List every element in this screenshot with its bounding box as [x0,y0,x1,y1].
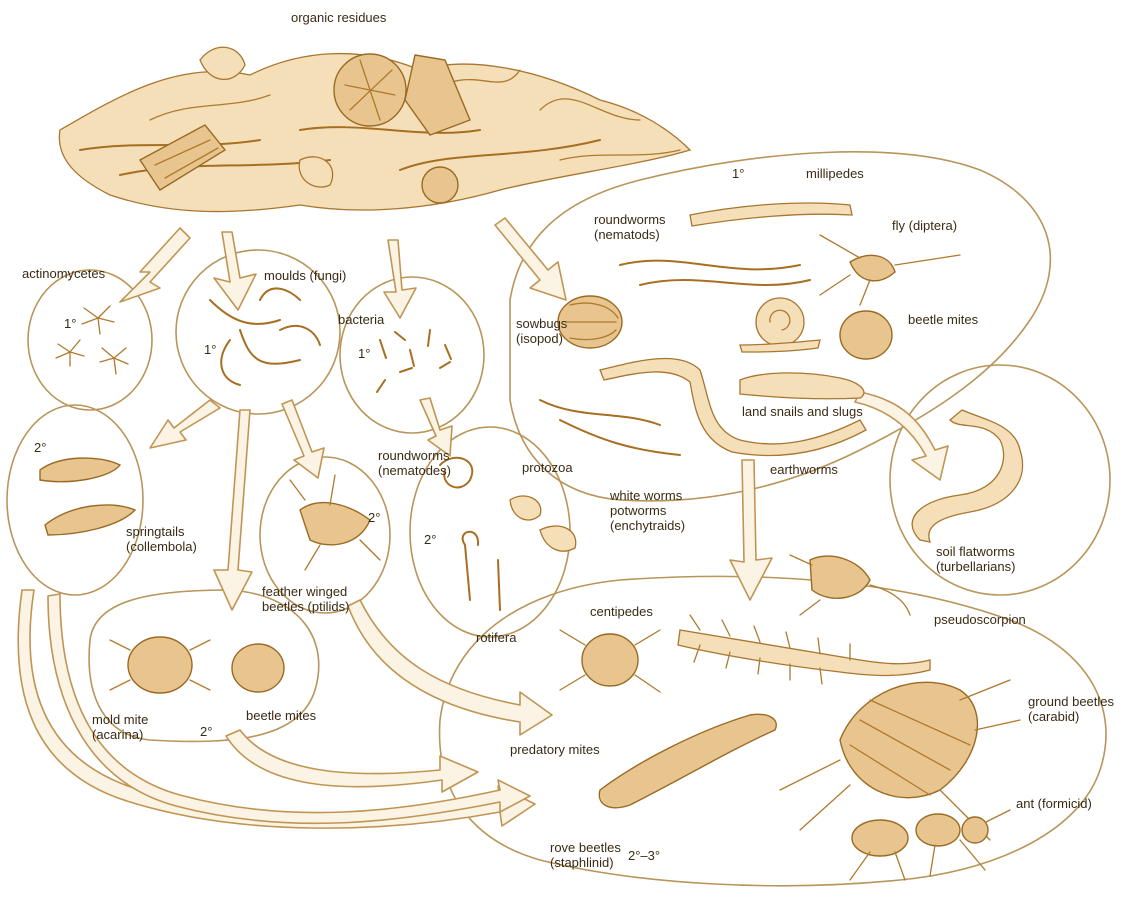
snail-illustration [756,298,804,346]
arrow-to-actinomycetes [120,228,190,302]
label-land-snails: land snails and slugs [742,404,863,419]
level-1-bacteria: 1° [358,346,370,361]
level-2-mites: 2° [200,724,212,739]
label-rove-beetles-line1: rove beetles [550,840,621,855]
arrow-feather-to-predators [348,600,552,735]
level-2-springtails: 2° [34,440,46,455]
beetle-mite-top-illustration [840,311,892,359]
feather-winged-beetle-illustration [300,503,370,545]
label-ground-beetles: ground beetles (carabid) [1028,694,1114,724]
ground-beetle-illustration [840,682,977,797]
label-pseudoscorpion: pseudoscorpion [934,612,1026,627]
label-sowbugs: sowbugs (isopod) [516,316,567,346]
label-millipedes: millipedes [806,166,864,181]
level-1-moulds: 1° [204,342,216,357]
label-soil-flatworms-line2: (turbellarians) [936,559,1015,574]
white-worm-illustration [540,400,680,455]
centipede-illustration [678,630,930,676]
label-roundworms-top: roundworms (nematods) [594,212,666,242]
nematode-illustration-a [620,261,800,270]
label-moulds: moulds (fungi) [264,268,346,283]
fly-illustration [850,255,895,280]
label-fly: fly (diptera) [892,218,957,233]
label-roundworms-mid-line2: (nematodes) [378,463,451,478]
label-roundworms-mid-line1: roundworms [378,448,451,463]
label-feather-winged-line1: feather winged [262,584,349,599]
pseudoscorpion-illustration [810,556,870,598]
organic-residues-illustration [59,47,690,211]
label-springtails: springtails (collembola) [126,524,197,554]
label-bacteria: bacteria [338,312,384,327]
level-2-3-predators: 2°–3° [628,848,660,863]
title-organic-residues: organic residues [291,10,386,25]
label-rove-beetles-line2: (staphlinid) [550,855,621,870]
label-rove-beetles: rove beetles (staphlinid) [550,840,621,870]
label-roundworms-mid: roundworms (nematodes) [378,448,451,478]
ant-illustration [852,820,908,856]
mold-mite-illustration [128,637,192,693]
label-ground-beetles-line2: (carabid) [1028,709,1114,724]
label-soil-flatworms: soil flatworms (turbellarians) [936,544,1015,574]
label-mold-mite: mold mite (acarina) [92,712,148,742]
label-rotifera: rotifera [476,630,516,645]
label-feather-winged: feather winged beetles (ptilids) [262,584,349,614]
springtail-illustration-a [40,458,120,482]
nematode-illustration-b [640,280,810,285]
label-sowbugs-line2: (isopod) [516,331,567,346]
flatworm-illustration [912,410,1022,542]
label-white-worms-line2: potworms [610,503,685,518]
label-springtails-line2: (collembola) [126,539,197,554]
arrow-to-flatworms [855,392,948,480]
label-ant: ant (formicid) [1016,796,1092,811]
label-protozoa: protozoa [522,460,573,475]
label-white-worms-line3: (enchytraids) [610,518,685,533]
level-2-roundworms: 2° [424,532,436,547]
label-white-worms: white worms potworms (enchytraids) [610,488,685,533]
arrow-to-bacteria [384,240,416,318]
label-beetle-mites-low: beetle mites [246,708,316,723]
arrow-to-moulds [214,232,256,310]
level-1-actinomycetes: 1° [64,316,76,331]
label-roundworms-top-line2: (nematods) [594,227,666,242]
predatory-mite-illustration [582,634,638,686]
label-soil-flatworms-line1: soil flatworms [936,544,1015,559]
label-centipedes: centipedes [590,604,653,619]
label-roundworms-top-line1: roundworms [594,212,666,227]
label-mold-mite-line1: mold mite [92,712,148,727]
label-sowbugs-line1: sowbugs [516,316,567,331]
label-feather-winged-line2: beetles (ptilids) [262,599,349,614]
label-beetle-mites-top: beetle mites [908,312,978,327]
slug-illustration [740,373,864,399]
arrow-to-primary-fauna [495,218,566,300]
arrow-to-feather-winged [282,400,324,478]
springtail-illustration-b [45,505,135,535]
label-white-worms-line1: white worms [610,488,685,503]
millipede-illustration [690,203,852,226]
label-mold-mite-line2: (acarina) [92,727,148,742]
label-predatory-mites: predatory mites [510,742,600,757]
level-1-fauna: 1° [732,166,744,181]
label-earthworms: earthworms [770,462,838,477]
arrow-to-mites [214,410,252,610]
label-actinomycetes: actinomycetes [22,266,105,281]
arrow-to-springtails [150,400,220,448]
rove-beetle-illustration [599,714,776,807]
label-springtails-line1: springtails [126,524,197,539]
springtails-circle [7,405,143,595]
beetle-mite-low-illustration [232,644,284,692]
rotifera-illustration [463,532,500,610]
arrow-to-predators [730,460,772,600]
level-2-feather-winged: 2° [368,510,380,525]
label-ground-beetles-line1: ground beetles [1028,694,1114,709]
fungi-illustration [210,288,320,385]
bacteria-illustration [377,330,451,392]
